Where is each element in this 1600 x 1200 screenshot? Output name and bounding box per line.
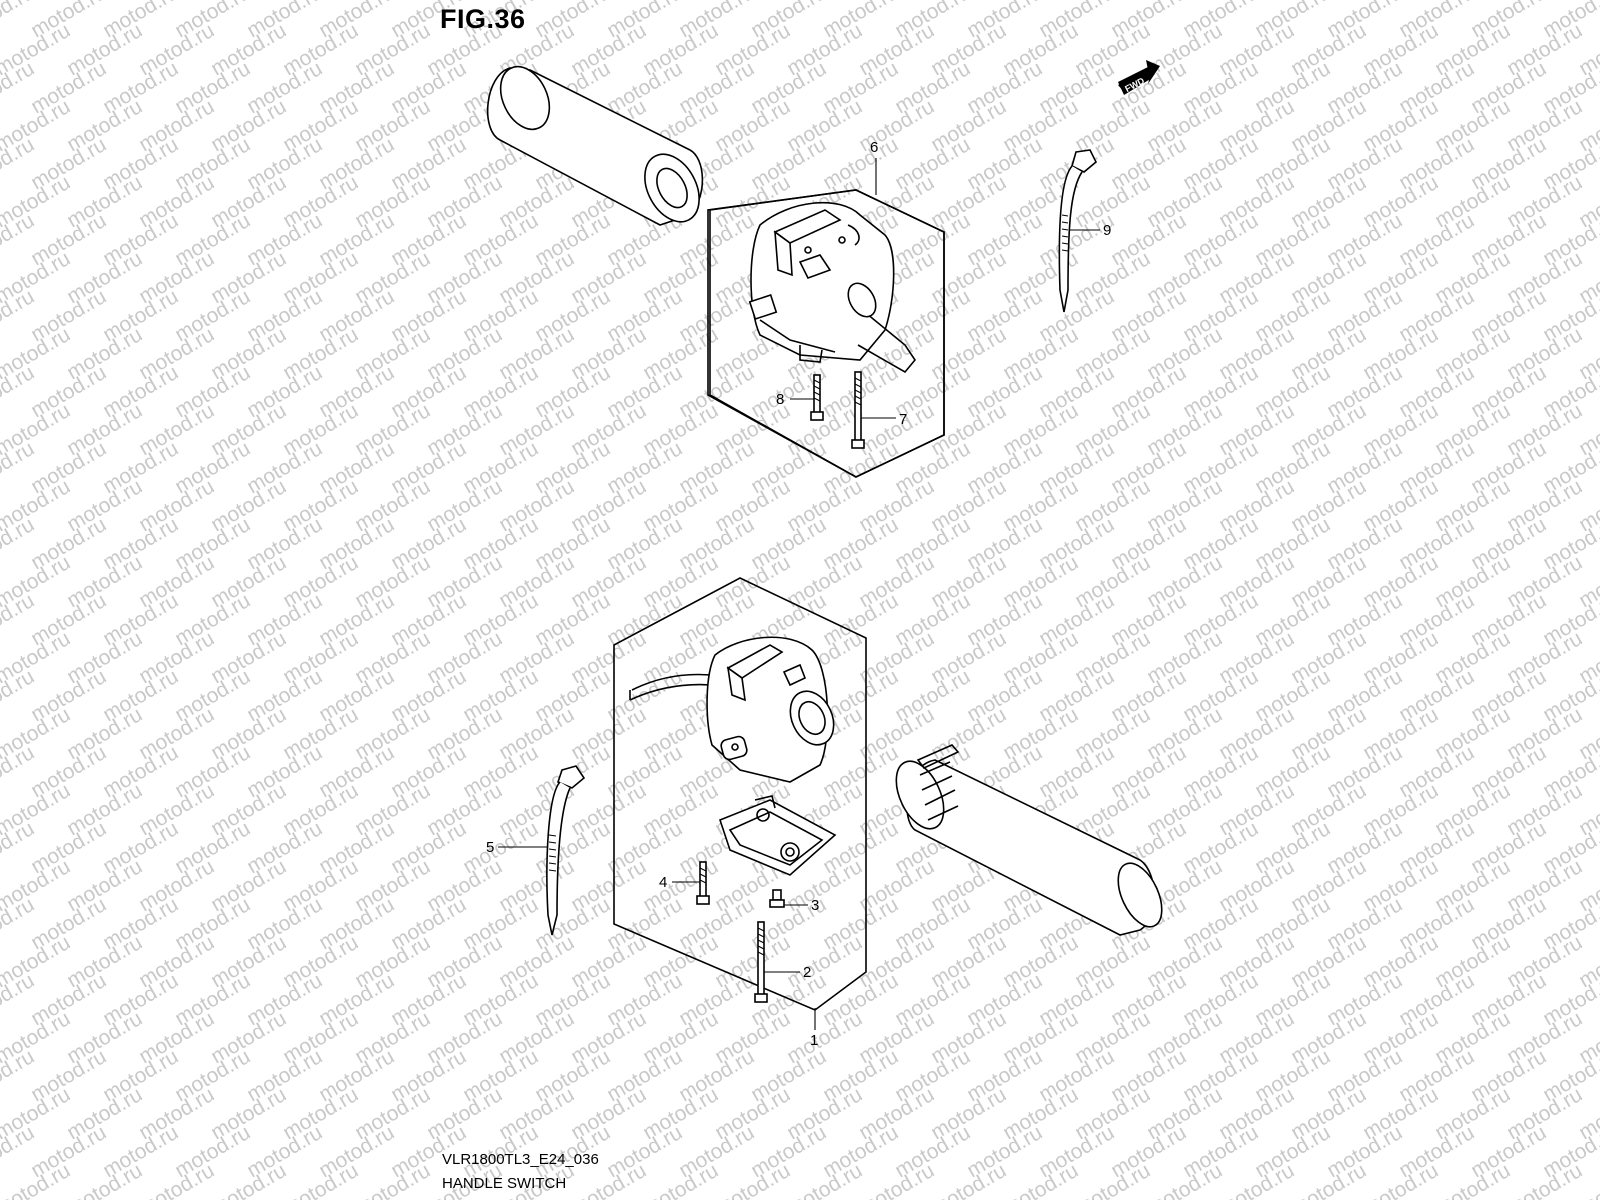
svg-text:8: 8 <box>776 391 784 408</box>
callout-2: 2 <box>764 964 811 981</box>
callout-9: 9 <box>1070 222 1111 239</box>
callout-7: 7 <box>861 411 907 428</box>
callout-4: 4 <box>659 874 700 891</box>
screw-8 <box>810 374 824 421</box>
cable-tie-5 <box>546 765 586 936</box>
svg-text:9: 9 <box>1103 222 1111 239</box>
watermark-text: motod.ru <box>1575 0 1600 4</box>
screw-7 <box>851 371 865 449</box>
screw-2 <box>754 921 768 1003</box>
left-grip <box>486 65 704 226</box>
callout-8: 8 <box>776 391 814 408</box>
svg-text:2: 2 <box>803 964 811 981</box>
left-switch-housing <box>629 636 835 783</box>
svg-text:4: 4 <box>659 874 667 891</box>
svg-text:1: 1 <box>810 1032 818 1049</box>
right-switch-housing <box>748 201 916 374</box>
cable-tie-9 <box>1058 149 1097 313</box>
callout-3: 3 <box>784 897 819 914</box>
figure-code: VLR1800TL3_E24_036 <box>442 1151 599 1168</box>
throttle-grip <box>895 744 1163 936</box>
switch-base-plate <box>719 795 837 876</box>
callout-6: 6 <box>870 139 878 195</box>
svg-text:6: 6 <box>870 139 878 156</box>
svg-text:7: 7 <box>899 411 907 428</box>
watermark-text: motod.ru <box>0 1159 2 1200</box>
svg-text:3: 3 <box>811 897 819 914</box>
svg-text:5: 5 <box>486 839 494 856</box>
callout-1: 1 <box>810 1008 818 1049</box>
callout-5: 5 <box>486 839 548 856</box>
figure-caption: HANDLE SWITCH <box>442 1175 567 1192</box>
screw-4 <box>696 861 710 905</box>
right-switch-assembly-box <box>707 189 945 478</box>
screw-3 <box>769 889 785 908</box>
figure-title: FIG.36 <box>440 4 526 34</box>
